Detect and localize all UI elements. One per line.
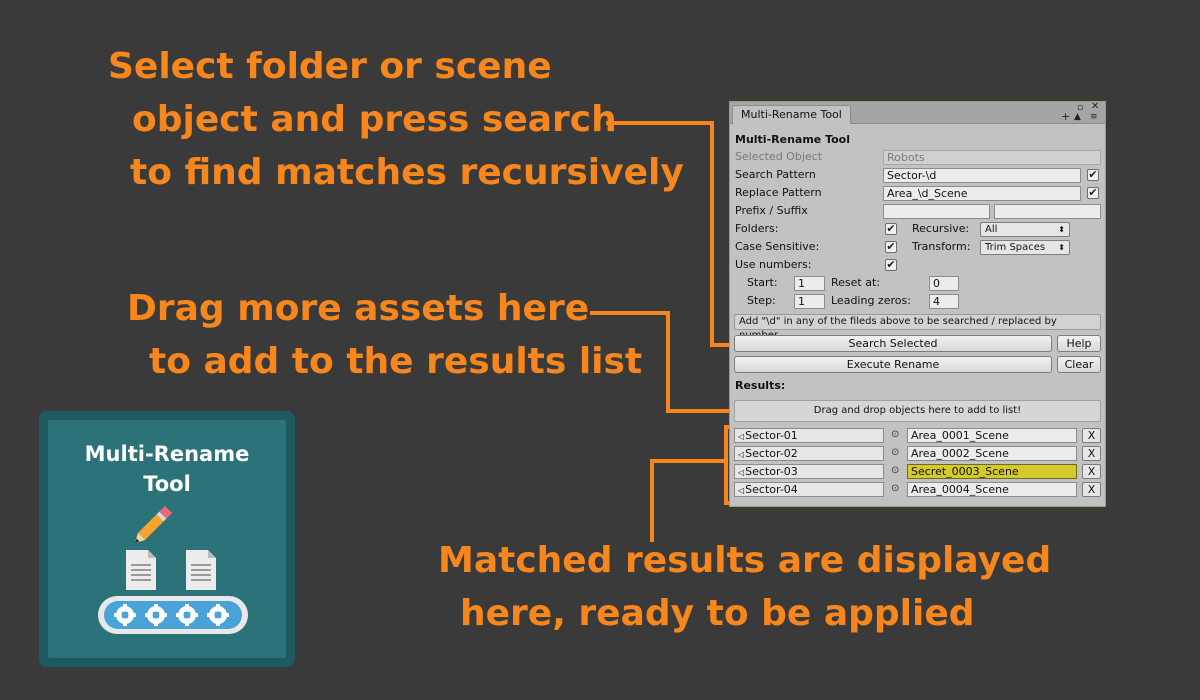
- selected-object-field: Robots: [883, 150, 1101, 165]
- start-label: Start:: [747, 276, 778, 289]
- prefab-icon: ◁: [738, 486, 745, 495]
- pencil-icon: [134, 506, 173, 544]
- object-picker-icon[interactable]: ⊙: [891, 483, 900, 494]
- multi-rename-window: Multi-Rename Tool ▫ ✕ + ▲ ≡ Multi-Rename…: [729, 101, 1106, 507]
- maximize-icon[interactable]: ▫: [1077, 103, 1084, 113]
- help-box: Add "\d" in any of the fileds above to b…: [734, 314, 1101, 341]
- results-callout: Matched results are displayed here, read…: [438, 534, 1051, 640]
- results-connector: [650, 459, 726, 542]
- folders-checkbox[interactable]: ✔: [885, 222, 897, 235]
- start-input[interactable]: 1: [794, 276, 825, 291]
- drag-callout-line: Drag more assets here: [127, 288, 590, 329]
- search-selected-button[interactable]: Search Selected: [734, 335, 1052, 352]
- remove-result-button[interactable]: X: [1082, 428, 1101, 443]
- drop-zone[interactable]: Drag and drop objects here to add to lis…: [734, 400, 1101, 422]
- result-row: ◁Sector-01 ⊙ Area_0001_Scene X: [734, 427, 1101, 443]
- leading-zeros-input[interactable]: 4: [929, 294, 959, 309]
- recursive-dropdown[interactable]: All ⬍: [980, 222, 1070, 237]
- result-row: ◁Sector-03 ⊙ Secret_0003_Scene X: [734, 463, 1101, 479]
- search-pattern-checkbox[interactable]: ✔: [1087, 168, 1099, 181]
- object-picker-icon[interactable]: ⊙: [891, 465, 900, 476]
- result-new-name-input[interactable]: Area_0004_Scene: [907, 482, 1077, 497]
- window-titlebar: Multi-Rename Tool ▫ ✕ + ▲ ≡: [730, 102, 1105, 124]
- prefab-icon: ◁: [738, 450, 745, 459]
- prefix-input[interactable]: [883, 204, 990, 219]
- drag-callout-line: to add to the results list: [149, 341, 643, 382]
- drag-callout: Drag more assets here to add to the resu…: [127, 282, 642, 388]
- reset-input[interactable]: 0: [929, 276, 959, 291]
- result-object-field[interactable]: ◁Sector-02: [734, 446, 884, 461]
- prefab-icon: ◁: [738, 468, 745, 477]
- results-callout-line: Matched results are displayed: [438, 540, 1052, 581]
- transform-label: Transform:: [912, 240, 971, 253]
- results-label: Results:: [735, 379, 786, 392]
- suffix-input[interactable]: [994, 204, 1101, 219]
- tool-header: Multi-Rename Tool: [735, 133, 851, 146]
- logo-title-line: Tool: [143, 472, 191, 496]
- case-sensitive-label: Case Sensitive:: [735, 240, 820, 253]
- search-callout-line: object and press search: [132, 99, 617, 140]
- result-object-name: Sector-04: [745, 483, 798, 496]
- add-tab-icon[interactable]: +: [1061, 110, 1071, 123]
- document-icon: [186, 550, 216, 590]
- result-new-name-input-editing[interactable]: Secret_0003_Scene: [907, 464, 1077, 479]
- search-pattern-label: Search Pattern: [735, 168, 816, 181]
- search-pattern-input[interactable]: Sector-\d: [883, 168, 1081, 183]
- result-object-name: Sector-01: [745, 429, 798, 442]
- close-icon[interactable]: ✕: [1091, 101, 1100, 112]
- result-object-field[interactable]: ◁Sector-04: [734, 482, 884, 497]
- result-object-name: Sector-02: [745, 447, 798, 460]
- result-object-field[interactable]: ◁Sector-01: [734, 428, 884, 443]
- search-callout-line: to find matches recursively: [130, 152, 684, 193]
- result-row: ◁Sector-02 ⊙ Area_0002_Scene X: [734, 445, 1101, 461]
- recursive-value: All: [985, 224, 998, 235]
- remove-result-button[interactable]: X: [1082, 482, 1101, 497]
- use-numbers-checkbox[interactable]: ✔: [885, 258, 897, 271]
- reset-label: Reset at:: [831, 276, 880, 289]
- execute-rename-button[interactable]: Execute Rename: [734, 356, 1052, 373]
- remove-result-button[interactable]: X: [1082, 446, 1101, 461]
- logo-title: Multi-Rename Tool: [48, 439, 286, 499]
- replace-pattern-checkbox[interactable]: ✔: [1087, 186, 1099, 199]
- use-numbers-label: Use numbers:: [735, 258, 812, 271]
- drag-connector: [590, 311, 772, 413]
- results-callout-line: here, ready to be applied: [460, 593, 975, 634]
- transform-dropdown[interactable]: Trim Spaces ⬍: [980, 240, 1070, 255]
- prefab-icon: ◁: [738, 432, 745, 441]
- step-label: Step:: [747, 294, 776, 307]
- logo-title-line: Multi-Rename: [84, 442, 250, 466]
- help-button[interactable]: Help: [1057, 335, 1101, 352]
- conveyor-illustration: [98, 506, 248, 634]
- replace-pattern-input[interactable]: Area_\d_Scene: [883, 186, 1081, 201]
- case-sensitive-checkbox[interactable]: ✔: [885, 240, 897, 253]
- transform-value: Trim Spaces: [985, 242, 1046, 253]
- result-row: ◁Sector-04 ⊙ Area_0004_Scene X: [734, 481, 1101, 497]
- logo-panel: Multi-Rename Tool: [48, 420, 286, 658]
- dropdown-arrow-icon: ⬍: [1058, 243, 1065, 252]
- result-new-name-input[interactable]: Area_0001_Scene: [907, 428, 1077, 443]
- search-callout-line: Select folder or scene: [108, 46, 552, 87]
- prefix-suffix-label: Prefix / Suffix: [735, 204, 808, 217]
- selected-object-label: Selected Object: [735, 150, 823, 163]
- result-object-name: Sector-03: [745, 465, 798, 478]
- window-tab[interactable]: Multi-Rename Tool: [732, 105, 851, 124]
- recursive-label: Recursive:: [912, 222, 970, 235]
- result-object-field[interactable]: ◁Sector-03: [734, 464, 884, 479]
- dropdown-arrow-icon: ⬍: [1058, 225, 1065, 234]
- clear-button[interactable]: Clear: [1057, 356, 1101, 373]
- search-callout: Select folder or scene object and press …: [108, 40, 684, 199]
- result-new-name-input[interactable]: Area_0002_Scene: [907, 446, 1077, 461]
- conveyor-belt-icon: [98, 596, 248, 634]
- remove-result-button[interactable]: X: [1082, 464, 1101, 479]
- leading-zeros-label: Leading zeros:: [831, 294, 911, 307]
- object-picker-icon[interactable]: ⊙: [891, 447, 900, 458]
- object-picker-icon[interactable]: ⊙: [891, 429, 900, 440]
- menu-icon[interactable]: ≡: [1090, 112, 1098, 122]
- document-icon: [126, 550, 156, 590]
- folders-label: Folders:: [735, 222, 779, 235]
- product-logo: Multi-Rename Tool: [39, 411, 295, 667]
- lock-icon[interactable]: ▲: [1074, 112, 1081, 122]
- replace-pattern-label: Replace Pattern: [735, 186, 822, 199]
- step-input[interactable]: 1: [794, 294, 825, 309]
